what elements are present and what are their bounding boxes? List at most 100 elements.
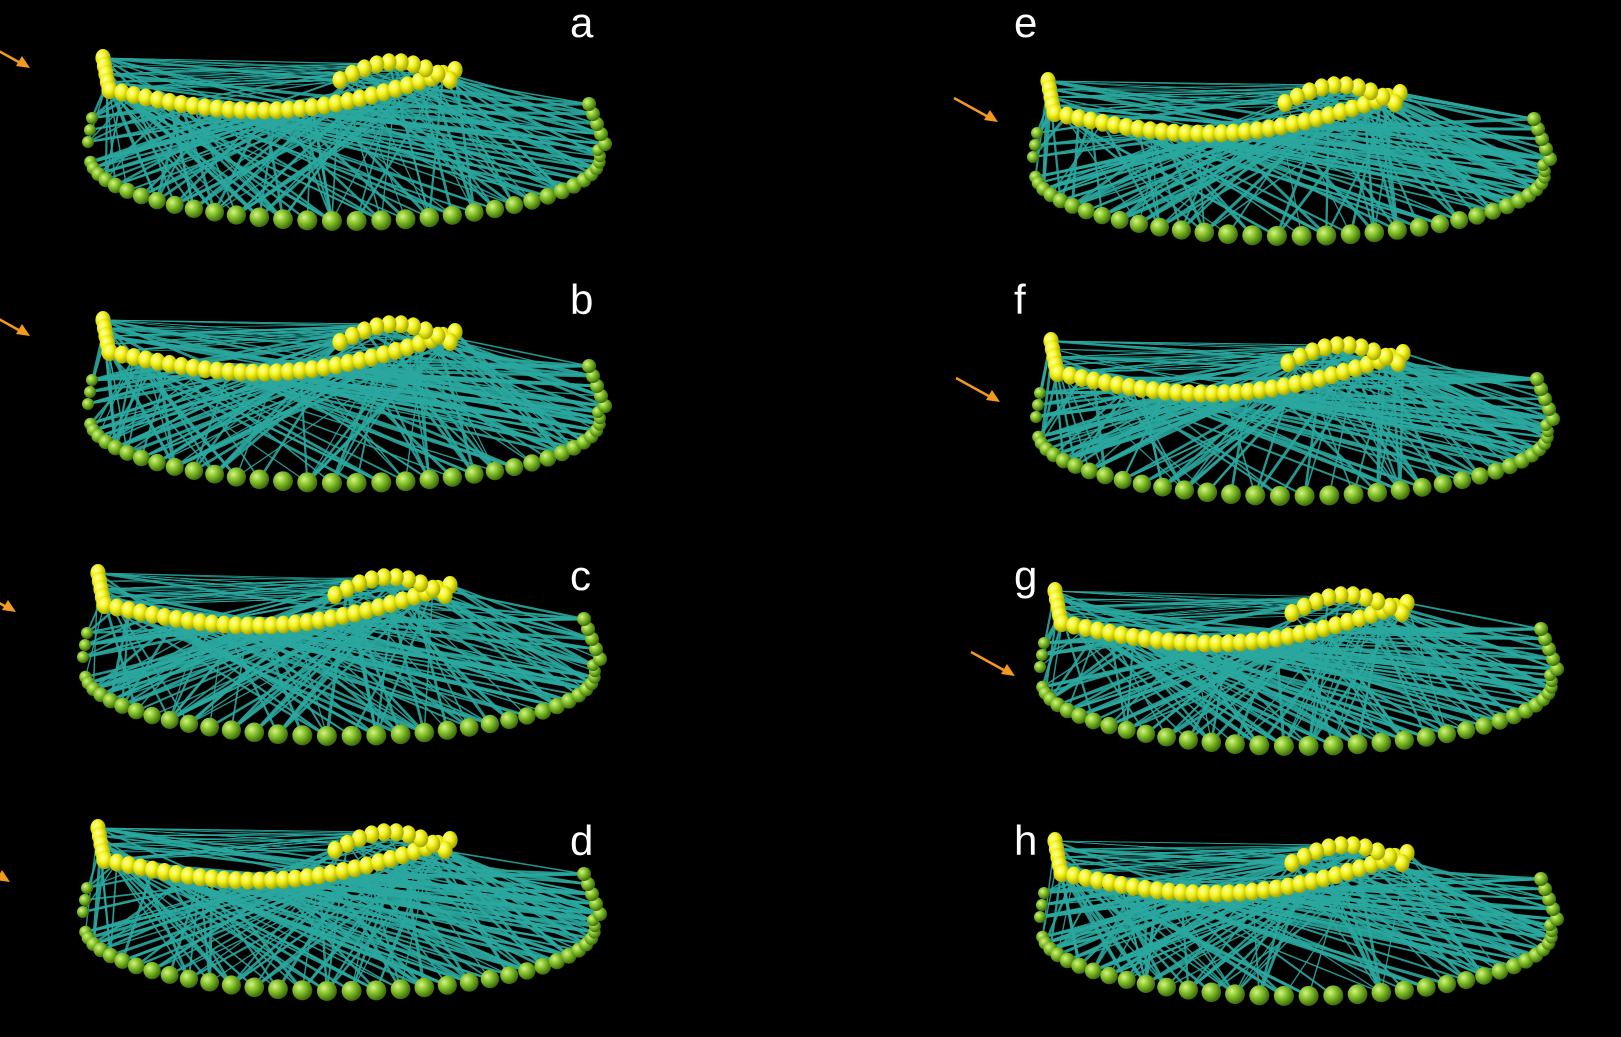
green-node — [438, 721, 457, 740]
green-node — [1274, 986, 1294, 1006]
green-node — [1453, 471, 1471, 489]
yellow-node — [1280, 354, 1295, 372]
green-node — [1475, 967, 1492, 984]
green-node — [1365, 223, 1385, 243]
yellow-node — [327, 841, 342, 859]
green-node — [249, 208, 269, 228]
green-node — [143, 962, 160, 979]
green-node — [391, 979, 411, 999]
green-node — [486, 200, 504, 218]
green-node — [415, 723, 435, 743]
green-node — [268, 724, 288, 744]
green-node — [1249, 985, 1269, 1005]
network-panel-c — [77, 564, 607, 746]
green-node — [1372, 733, 1392, 753]
green-node — [1157, 728, 1176, 747]
green-node — [1100, 717, 1117, 734]
green-node — [1434, 475, 1452, 493]
green-node — [460, 973, 479, 992]
green-node — [518, 962, 535, 979]
green-node — [81, 627, 93, 639]
panel-label-d: d — [570, 820, 593, 862]
green-node — [1395, 731, 1414, 750]
green-node — [1395, 981, 1414, 1000]
green-node — [249, 470, 269, 490]
green-node — [161, 711, 179, 729]
green-node — [347, 211, 367, 231]
green-node — [317, 981, 337, 1001]
green-node — [1527, 112, 1541, 126]
green-node — [222, 975, 241, 994]
green-node — [1085, 713, 1102, 730]
green-node — [1118, 721, 1136, 739]
green-node — [205, 465, 224, 484]
green-node — [1372, 983, 1392, 1003]
green-node — [391, 724, 411, 744]
green-node — [1036, 649, 1048, 661]
green-node — [1093, 207, 1110, 224]
green-node — [1036, 899, 1048, 911]
green-node — [1319, 485, 1339, 505]
green-node — [244, 723, 264, 743]
green-node — [1085, 963, 1102, 980]
green-node — [1029, 139, 1041, 151]
yellow-node — [332, 333, 347, 351]
green-node — [1267, 226, 1287, 246]
green-node — [205, 203, 224, 222]
green-node — [582, 97, 596, 111]
orange-arrow-g — [971, 652, 1015, 676]
green-node — [1202, 983, 1222, 1003]
panel-label-f: f — [1014, 279, 1026, 321]
green-node — [1468, 207, 1485, 224]
green-node — [1137, 725, 1155, 743]
green-node — [268, 979, 288, 999]
green-node — [1225, 734, 1245, 754]
green-node — [1417, 978, 1436, 997]
green-node — [486, 462, 504, 480]
network-panel-a — [82, 49, 612, 231]
green-node — [505, 458, 523, 476]
green-node — [500, 711, 518, 729]
green-node — [1484, 203, 1501, 220]
green-node — [148, 192, 165, 209]
network-panel-g — [1034, 582, 1564, 756]
green-node — [366, 725, 386, 745]
green-node — [1299, 986, 1319, 1006]
panel-label-g: g — [1014, 555, 1037, 597]
green-node — [1175, 480, 1194, 499]
green-node — [79, 639, 91, 651]
green-node — [420, 470, 440, 490]
green-node — [1295, 486, 1315, 506]
yellow-node — [332, 71, 347, 89]
green-node — [539, 450, 556, 467]
green-node — [166, 458, 184, 476]
green-node — [1431, 215, 1449, 233]
green-node — [1218, 224, 1238, 244]
green-node — [273, 471, 293, 491]
green-node — [1096, 467, 1113, 484]
green-node — [1133, 475, 1151, 493]
green-node — [366, 980, 386, 1000]
green-node — [322, 211, 342, 231]
green-node — [577, 612, 591, 626]
green-node — [1438, 725, 1456, 743]
green-node — [481, 970, 499, 988]
green-node — [1457, 721, 1475, 739]
green-node — [1245, 485, 1265, 505]
green-node — [342, 726, 362, 746]
green-node — [577, 867, 591, 881]
green-node — [273, 209, 293, 229]
green-node — [1157, 978, 1176, 997]
green-node — [1534, 622, 1548, 636]
network-panel-b — [82, 311, 612, 493]
green-node — [396, 209, 416, 229]
green-node — [1413, 478, 1432, 497]
green-node — [1179, 980, 1198, 999]
green-node — [505, 196, 523, 214]
green-node — [1198, 483, 1218, 503]
panel-label-c: c — [570, 555, 591, 597]
green-node — [133, 450, 150, 467]
green-node — [342, 981, 362, 1001]
green-node — [539, 188, 556, 205]
